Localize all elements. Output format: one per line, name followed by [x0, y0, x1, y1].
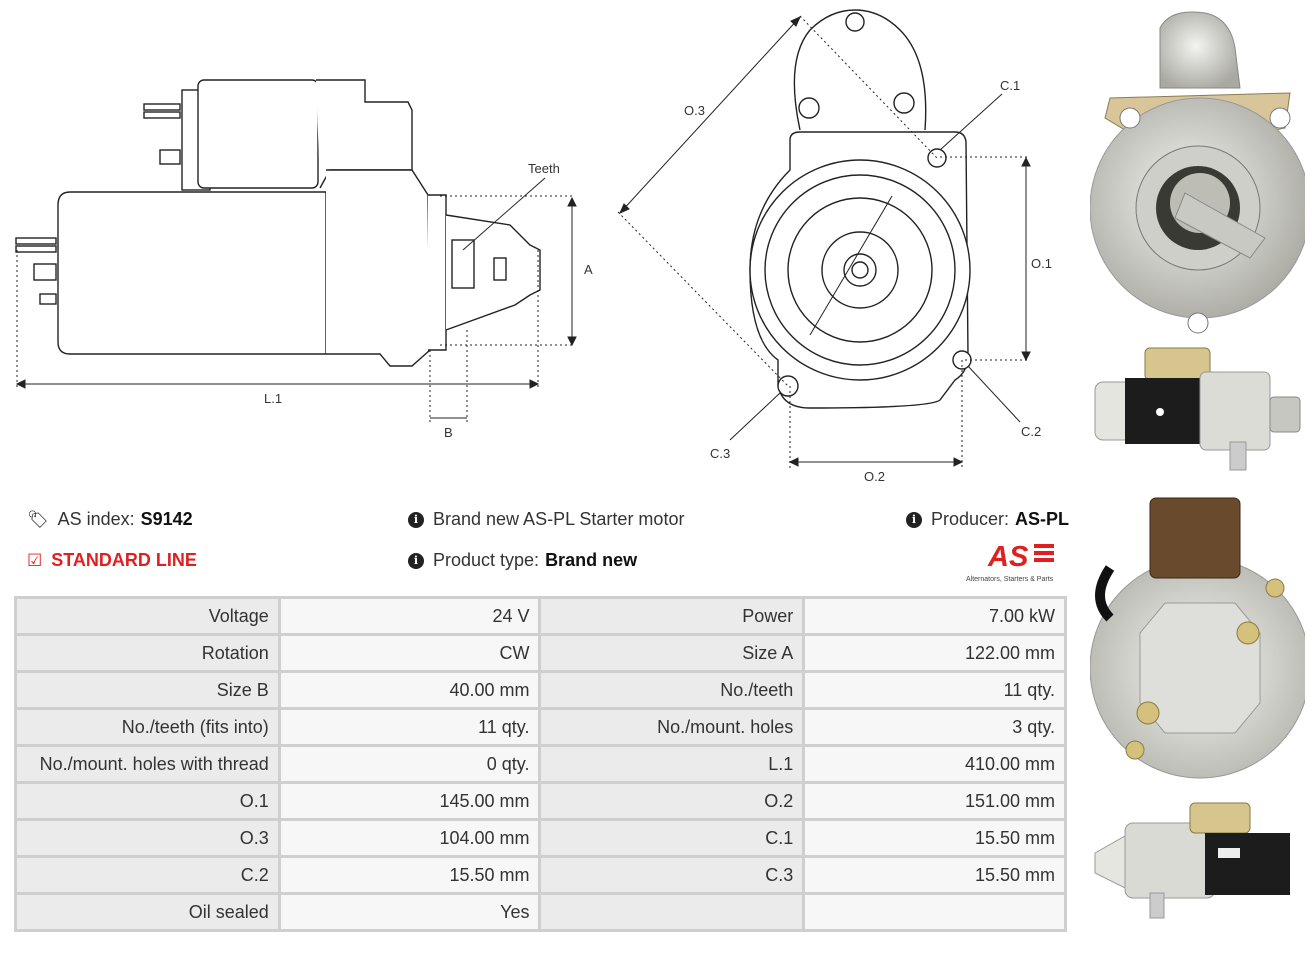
spec-label-cell: C.3	[541, 858, 803, 892]
spec-value-cell: 122.00 mm	[805, 636, 1064, 670]
dim-c2-label: C.2	[1021, 424, 1041, 439]
spec-value-cell: 151.00 mm	[805, 784, 1064, 818]
product-photo-side-2	[1094, 802, 1290, 919]
teeth-label: Teeth	[528, 161, 560, 176]
spec-label-cell: O.3	[17, 821, 278, 855]
spec-label-cell: Size A	[541, 636, 803, 670]
spec-label-cell: C.2	[17, 858, 278, 892]
dim-l1-label: L.1	[264, 391, 282, 406]
as-logo-mark: AS	[987, 541, 1054, 573]
dim-o1-label: O.1	[1031, 256, 1052, 271]
dim-b-label: B	[444, 425, 453, 440]
spec-label-cell: Size B	[17, 673, 278, 707]
spec-value-cell: 24 V	[280, 599, 539, 633]
spec-value-cell: 40.00 mm	[280, 673, 539, 707]
as-index-label: AS index:	[57, 509, 135, 529]
product-photo-rear	[1090, 497, 1305, 779]
spec-label-cell: No./mount. holes with thread	[17, 747, 278, 781]
spec-value-cell: 11 qty.	[805, 673, 1064, 707]
spec-value-cell: 7.00 kW	[805, 599, 1064, 633]
dim-a-label: A	[584, 262, 593, 277]
spec-label-cell: Power	[541, 599, 803, 633]
as-index-row: 🏷 AS index: S9142	[27, 509, 193, 530]
spec-label-cell: No./teeth (fits into)	[17, 710, 278, 744]
spec-label-cell: C.1	[541, 821, 803, 855]
spec-label-cell: O.1	[17, 784, 278, 818]
spec-label-cell: No./teeth	[541, 673, 803, 707]
tags-icon: 🏷	[27, 509, 49, 529]
spec-value-cell: 11 qty.	[280, 710, 539, 744]
spec-label-cell: No./mount. holes	[541, 710, 803, 744]
description-text: Brand new AS-PL Starter motor	[433, 509, 685, 529]
front-view-drawing: O.3 C.1 O.1 C.2 C.3 O.2	[617, 9, 1052, 484]
product-photo-front	[1090, 11, 1305, 334]
line-label: STANDARD LINE	[51, 550, 197, 570]
line-row: ☑ STANDARD LINE	[27, 550, 197, 571]
as-index-value: S9142	[140, 509, 193, 529]
spec-value-cell: 15.50 mm	[805, 821, 1064, 855]
producer-row: i Producer: AS-PL	[906, 509, 1069, 530]
table-row: No./teeth (fits into)11 qty.No./mount. h…	[17, 710, 1064, 744]
side-view-drawing: Teeth A B L.1	[15, 79, 593, 440]
spec-value-cell	[805, 895, 1064, 929]
product-photo-side-1	[1094, 347, 1301, 471]
spec-value-cell: 145.00 mm	[280, 784, 539, 818]
as-pl-logo: AS Alternators, Starters & Parts	[966, 540, 1068, 583]
spec-label-cell: L.1	[541, 747, 803, 781]
dim-c1-label: C.1	[1000, 78, 1020, 93]
checkbox-check-icon: ☑	[27, 550, 43, 570]
spec-value-cell: 15.50 mm	[805, 858, 1064, 892]
producer-label: Producer:	[931, 509, 1010, 529]
producer-value: AS-PL	[1015, 509, 1070, 529]
logo-text: AS	[987, 541, 1029, 570]
spec-label-cell	[541, 895, 803, 929]
info-icon: i	[906, 511, 922, 528]
description-row: i Brand new AS-PL Starter motor	[408, 509, 684, 530]
spec-value-cell: 104.00 mm	[280, 821, 539, 855]
dim-o2-label: O.2	[864, 469, 885, 484]
spec-label-cell: Voltage	[17, 599, 278, 633]
spec-label-cell: Oil sealed	[17, 895, 278, 929]
spec-value-cell: 0 qty.	[280, 747, 539, 781]
product-type-row: i Product type: Brand new	[408, 550, 637, 571]
product-type-label: Product type:	[433, 550, 540, 570]
spec-label-cell: Rotation	[17, 636, 278, 670]
spec-value-cell: CW	[280, 636, 539, 670]
logo-tagline: Alternators, Starters & Parts	[966, 576, 1054, 583]
product-type-value: Brand new	[545, 550, 638, 570]
dim-o3-label: O.3	[684, 103, 705, 118]
info-icon: i	[408, 552, 424, 569]
spec-label-cell: O.2	[541, 784, 803, 818]
info-icon: i	[408, 511, 424, 528]
spec-value-cell: 410.00 mm	[805, 747, 1064, 781]
spec-value-cell: 3 qty.	[805, 710, 1064, 744]
dim-c3-label: C.3	[710, 446, 730, 461]
spec-value-cell: 15.50 mm	[280, 858, 539, 892]
spec-value-cell: Yes	[280, 895, 539, 929]
